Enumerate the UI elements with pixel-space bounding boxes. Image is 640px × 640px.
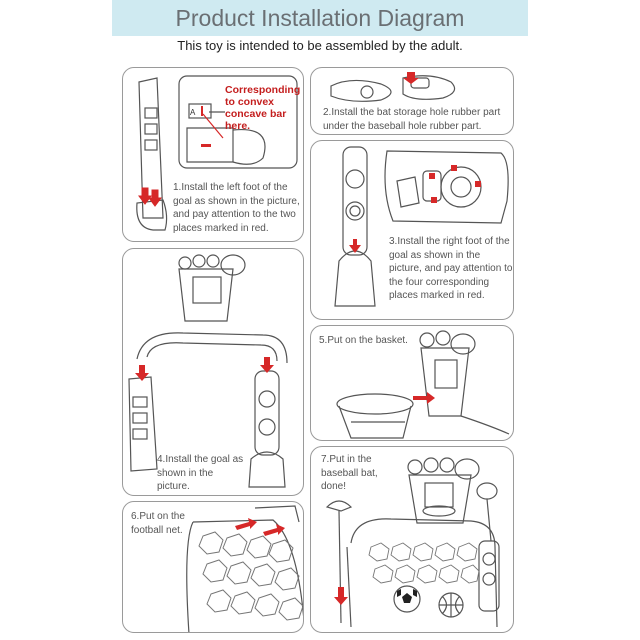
step-2-illustration — [330, 72, 456, 102]
step-7-text: 7.Put in the baseball bat, done! — [321, 454, 378, 492]
step-5-panel: 5.Put on the basket. — [310, 325, 514, 441]
step-3-illustration — [334, 146, 509, 307]
page-subtitle: This toy is intended to be assembled by … — [177, 38, 463, 53]
step-7-illustration — [325, 457, 500, 628]
step-5-illustration — [336, 330, 510, 439]
callout-note: Corresponding to convex concave bar here… — [225, 84, 301, 132]
step-1-illustration: A — [136, 75, 298, 231]
step-4-text: 4.Install the goal as shown in the pictu… — [157, 454, 244, 492]
page-title: Product Installation Diagram — [175, 5, 465, 31]
step-6-panel: 6.Put on the football net. — [122, 501, 304, 633]
step-6-text: 6.Put on the football net. — [131, 511, 185, 536]
marker-a: A — [190, 108, 196, 117]
step-2-text: 2.Install the bat storage hole rubber pa… — [323, 107, 501, 132]
step-7-panel: 7.Put in the baseball bat, done! — [310, 446, 514, 633]
step-3-text: 3.Install the right foot of the goal as … — [389, 236, 513, 301]
step-1-text: 1.Install the left foot of the goal as s… — [173, 182, 300, 234]
step-1-panel: A Corresponding to convex concave bar he… — [122, 67, 304, 242]
step-6-illustration — [186, 505, 303, 632]
step-3-panel: 3.Install the right foot of the goal as … — [310, 140, 514, 320]
step-4-panel: 4.Install the goal as shown in the pictu… — [122, 248, 304, 496]
title-band — [112, 0, 528, 36]
step-4-illustration — [128, 254, 288, 488]
step-5-text: 5.Put on the basket. — [319, 335, 408, 346]
step-2-panel: 2.Install the bat storage hole rubber pa… — [310, 67, 514, 135]
